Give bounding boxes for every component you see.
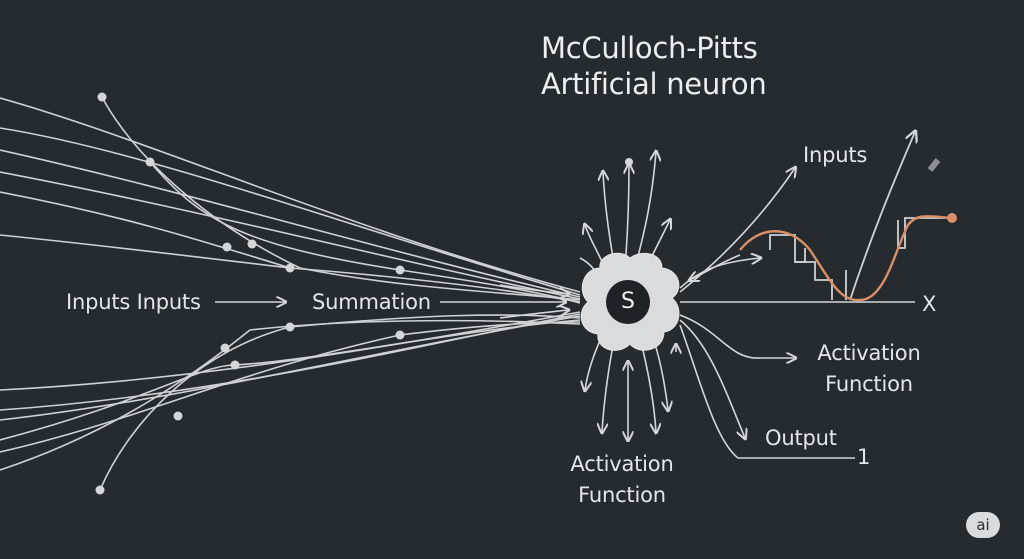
- activation-function-bottom-label: Activation Function: [560, 449, 684, 511]
- activation-right-line-2: Function: [825, 372, 913, 396]
- activation-right-line-1: Activation: [817, 341, 921, 365]
- title-line-1: McCulloch-Pitts: [541, 31, 758, 65]
- activation-function-right-label: Activation Function: [805, 338, 933, 400]
- output-lines: [676, 168, 915, 459]
- activation-bottom-line-1: Activation: [570, 452, 674, 476]
- output-value: 1: [857, 445, 871, 469]
- radial-top-dot: [625, 158, 633, 166]
- activation-bottom-line-2: Function: [578, 483, 666, 507]
- title-line-2: Artificial neuron: [541, 67, 767, 101]
- input-junction-dots: [95, 92, 405, 495]
- plot-marker: [927, 158, 941, 172]
- ai-badge: ai: [966, 512, 1000, 538]
- summation-label: Summation: [312, 290, 431, 314]
- output-label: Output: [765, 426, 837, 450]
- inputs-left-label: Inputs Inputs: [66, 290, 201, 314]
- inputs-right-label: Inputs: [803, 143, 868, 167]
- diagram-title: McCulloch-Pitts Artificial neuron: [541, 30, 767, 102]
- neuron-symbol: S: [606, 280, 650, 324]
- activation-curve: [739, 215, 951, 302]
- curve-end-dot: [947, 213, 957, 223]
- x-axis-label: X: [922, 292, 937, 316]
- flow-arrows: [215, 284, 568, 319]
